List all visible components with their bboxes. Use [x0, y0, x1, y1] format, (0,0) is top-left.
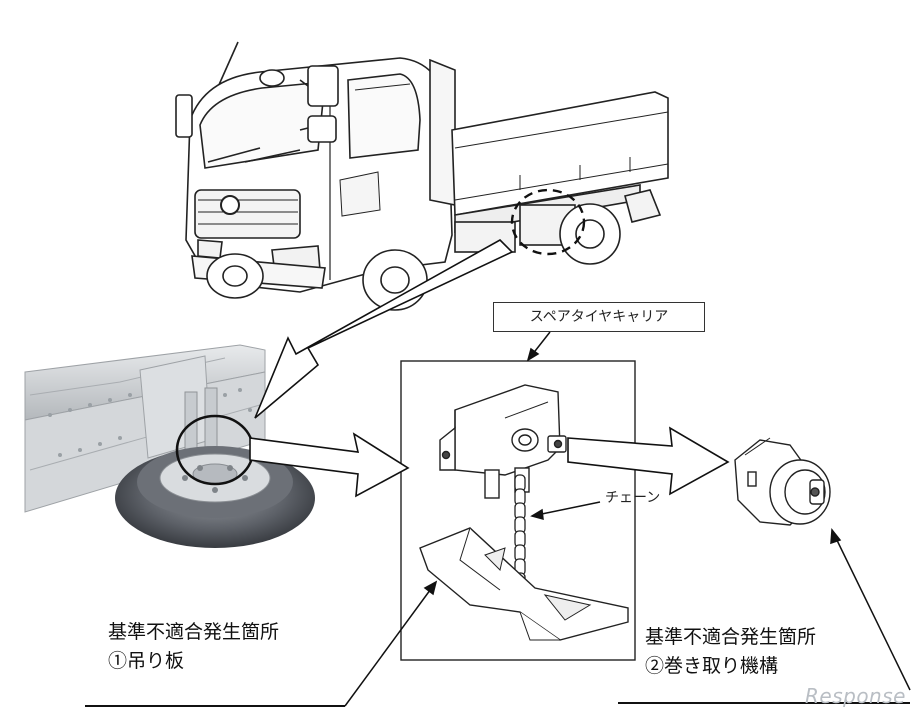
callout-arrow-truck-to-frame [254, 239, 514, 419]
frame-and-spare-tire [24, 344, 315, 548]
truck-illustration [175, 41, 669, 311]
defect-caption-1-part: ①吊り板 [108, 650, 185, 673]
defect-caption-2-part: ②巻き取り機構 [645, 655, 779, 678]
callout-arrow-box-to-winding [567, 426, 730, 496]
winding-mechanism-illustration [734, 437, 831, 526]
defect-caption-1: 基準不適合発生箇所 ①吊り板 [108, 618, 279, 677]
pointer-lines [344, 331, 911, 707]
spare-tire-carrier-label: スペアタイヤキャリア [493, 302, 705, 332]
chain-label: チェーン [605, 490, 661, 506]
highlight-ellipse [510, 188, 586, 256]
defect-caption-2: 基準不適合発生箇所 ②巻き取り機構 [645, 623, 816, 682]
watermark-logo: Response [805, 684, 906, 708]
callout-arrow-frame-to-box [249, 432, 410, 498]
defect-caption-2-title: 基準不適合発生箇所 [645, 626, 817, 648]
spare-tire-carrier-illustration [419, 384, 629, 641]
caption-underlines [85, 702, 910, 707]
defect-caption-1-title: 基準不適合発生箇所 [108, 621, 280, 643]
